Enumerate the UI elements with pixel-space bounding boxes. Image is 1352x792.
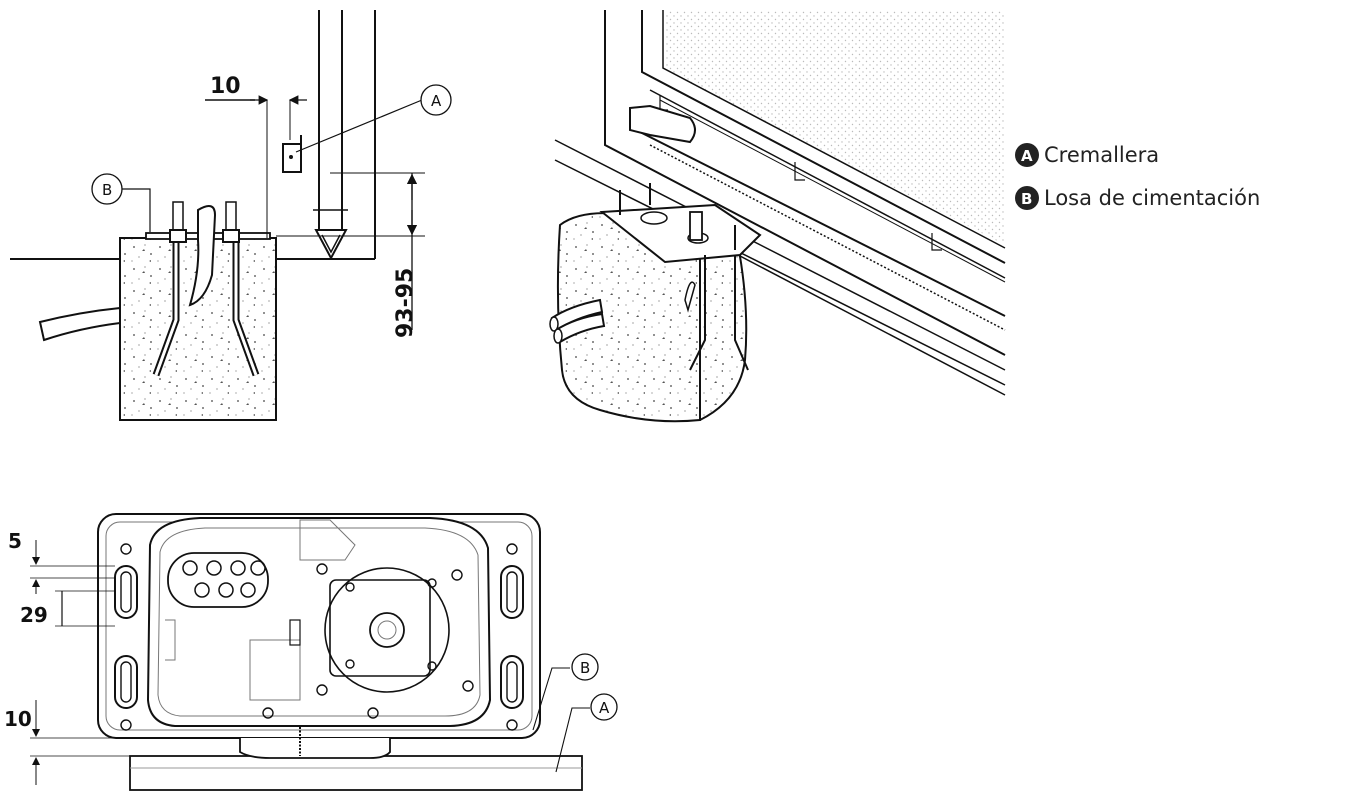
dim-29-label: 29: [20, 603, 48, 627]
callout-a-circle: [420, 84, 452, 116]
legend-badge-b: [1015, 186, 1039, 210]
legend-label-cremallera: Cremallera: [1044, 143, 1159, 167]
callout-b-circle: [91, 173, 123, 205]
top-callout-b-circle: [571, 653, 599, 681]
legend-label-losa: Losa de cimentación: [1044, 186, 1260, 210]
legend-letter-a: A: [1021, 147, 1033, 165]
dim-10-label: 10: [4, 707, 32, 731]
callout-b-label: B: [102, 181, 112, 199]
legend: A Cremallera B Losa de cimentación: [1015, 143, 1260, 210]
top-view: 5 29 10 B A: [4, 513, 618, 791]
legend-item-losa: B Losa de cimentación: [1015, 186, 1260, 210]
legend-letter-b: B: [1021, 190, 1032, 208]
top-callout-a-label: A: [599, 699, 610, 717]
dim-offset-label: 10: [210, 74, 241, 99]
legend-badge-a: [1015, 143, 1039, 167]
section-view: 10 93-95 A B: [10, 10, 452, 421]
dim-5-label: 5: [8, 529, 22, 553]
callout-a-label: A: [431, 92, 442, 110]
top-callout-b-label: B: [580, 659, 590, 677]
perspective-view: [549, 10, 1006, 423]
legend-item-cremallera: A Cremallera: [1015, 143, 1159, 167]
dim-height-label: 93-95: [393, 268, 418, 338]
top-callout-a-circle: [590, 693, 618, 721]
